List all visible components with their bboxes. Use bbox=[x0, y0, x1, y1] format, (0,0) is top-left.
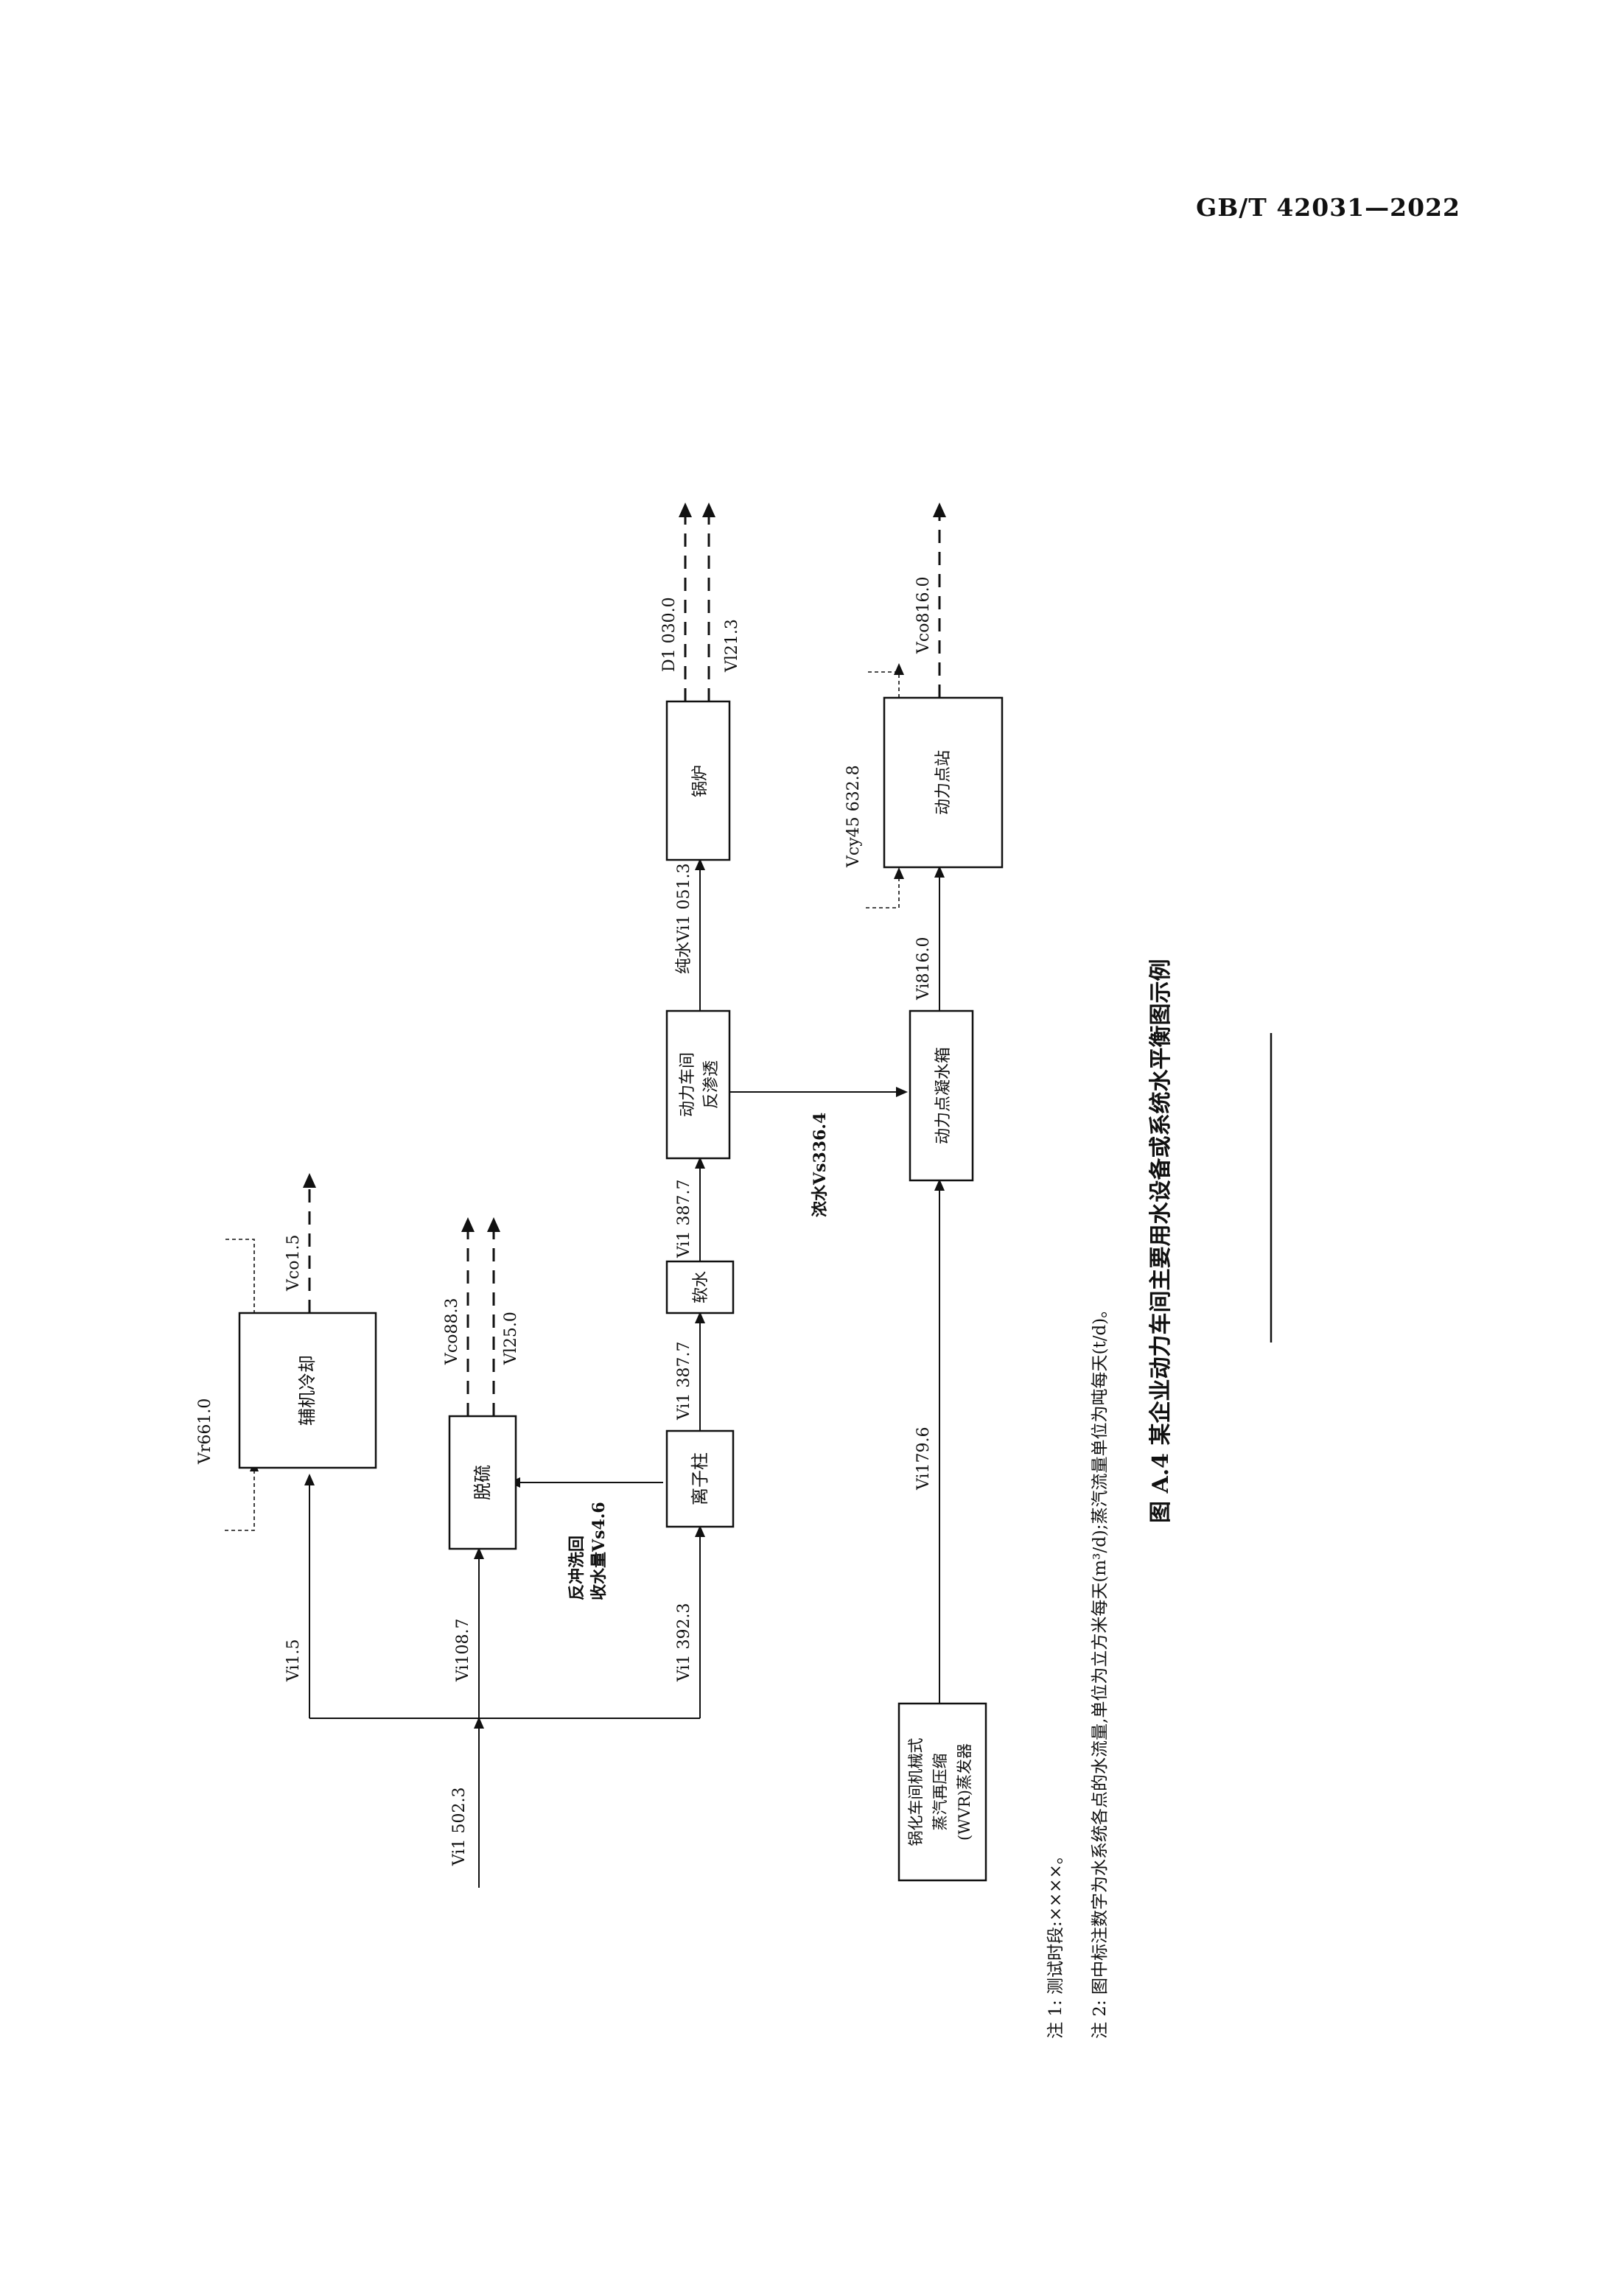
boiler-out1-arrow bbox=[679, 503, 692, 517]
branch-desulf-arrow bbox=[474, 1547, 484, 1559]
flow-ion-to-soft: Vi1 387.7 bbox=[675, 1341, 693, 1421]
flow-inlet: Vi1 502.3 bbox=[450, 1787, 469, 1866]
note-2: 注 2: 图中标注数字为水系统各点的水流量,单位为立方米每天(m³/d);蒸汽流… bbox=[1091, 1301, 1110, 2039]
aux-recirc-line-top bbox=[225, 1239, 255, 1320]
flow-boiler-out1: D1 030.0 bbox=[660, 597, 679, 672]
flow-backwash-line2: 收水量Vs4.6 bbox=[589, 1502, 609, 1600]
flow-desulf-out2: Vl25.0 bbox=[502, 1312, 520, 1365]
wvr-label-line3: (WVR)蒸发器 bbox=[956, 1743, 973, 1841]
power-point-box: 动力点站 bbox=[883, 696, 1004, 869]
aux-recirc-line bbox=[225, 1468, 255, 1531]
ion-exchange-box: 离子柱 bbox=[665, 1429, 735, 1528]
power-recirc-line bbox=[866, 878, 900, 909]
wvr-evaporator-box: 锅化车间机械式 蒸汽再压缩 (WVR)蒸发器 bbox=[897, 1702, 987, 1882]
wvr-arrow bbox=[934, 1179, 945, 1191]
flow-backwash-line1: 反冲洗回 bbox=[567, 1536, 587, 1600]
flow-aux-out: Vco1.5 bbox=[284, 1235, 303, 1292]
concentrate-arrow bbox=[896, 1087, 908, 1097]
flow-ro-to-boiler: 纯水Vi1 051.3 bbox=[675, 863, 693, 974]
softened-water-box: 软水 bbox=[665, 1260, 735, 1314]
diagram-rotated: 辅机冷却 脱硫 离子柱 软水 动力车间 反渗透 锅炉 动力点凝水箱 bbox=[196, 503, 1273, 2039]
power-recirc-arrow-in bbox=[894, 867, 904, 879]
condensate-tank-label: 动力点凝水箱 bbox=[934, 1047, 953, 1144]
flow-to-desulf: Vi108.7 bbox=[454, 1618, 472, 1682]
wvr-label-line2: 蒸汽再压缩 bbox=[931, 1754, 949, 1831]
desulf-out1-arrow bbox=[461, 1217, 475, 1232]
desulfurization-label: 脱硫 bbox=[472, 1465, 493, 1500]
flow-to-aux: Vi1.5 bbox=[284, 1639, 303, 1682]
flow-condensate-to-power: Vi816.0 bbox=[914, 937, 933, 1001]
inlet-arrow bbox=[474, 1717, 484, 1729]
standard-code: GB/T 42031—2022 bbox=[1196, 193, 1460, 222]
desulf-out2-arrow bbox=[487, 1217, 500, 1232]
aux-cooling-box: 辅机冷却 bbox=[238, 1312, 377, 1469]
flow-concentrate: 浓水Vs336.4 bbox=[811, 1113, 830, 1217]
desulfurization-box: 脱硫 bbox=[448, 1415, 517, 1550]
power-recirc-arrow-out bbox=[894, 663, 904, 675]
wvr-label-line1: 锅化车间机械式 bbox=[907, 1738, 925, 1846]
ro-box: 动力车间 反渗透 bbox=[665, 1009, 731, 1160]
figure-caption: 图 A.4 某企业动力车间主要用水设备或系统水平衡图示例 bbox=[1148, 959, 1174, 1523]
aux-out-arrow bbox=[303, 1173, 316, 1188]
power-recirc-line-top bbox=[866, 671, 900, 698]
flow-aux-recirc: Vr661.0 bbox=[196, 1398, 214, 1465]
ro-label-line1: 动力车间 bbox=[679, 1052, 697, 1117]
power-point-label: 动力点站 bbox=[934, 750, 953, 815]
aux-cooling-label: 辅机冷却 bbox=[297, 1355, 318, 1426]
softened-water-label: 软水 bbox=[692, 1271, 710, 1303]
condensate-to-power-arrow bbox=[934, 866, 945, 878]
boiler-out2-arrow bbox=[702, 503, 715, 517]
flow-desulf-out1: Vco88.3 bbox=[443, 1298, 461, 1365]
flow-to-ion: Vi1 392.3 bbox=[675, 1603, 693, 1682]
boiler-label: 锅炉 bbox=[691, 765, 710, 797]
flow-soft-to-ro: Vi1 387.7 bbox=[675, 1179, 693, 1258]
ion-to-soft-arrow bbox=[695, 1312, 705, 1323]
ro-label-line2: 反渗透 bbox=[702, 1060, 721, 1109]
ro-to-boiler-arrow bbox=[695, 858, 705, 870]
note-1: 注 1: 测试时段:××××。 bbox=[1046, 1847, 1065, 2039]
branch-ion-arrow bbox=[695, 1525, 705, 1537]
flow-wvr: Vi179.6 bbox=[914, 1426, 933, 1491]
boiler-box: 锅炉 bbox=[665, 700, 731, 861]
flow-power-recirc: Vcy45 632.8 bbox=[844, 765, 863, 868]
flow-boiler-out2: Vl21.3 bbox=[723, 619, 741, 673]
ion-exchange-label: 离子柱 bbox=[690, 1452, 710, 1505]
condensate-tank-box: 动力点凝水箱 bbox=[909, 1009, 974, 1182]
power-out-arrow bbox=[933, 503, 946, 517]
branch-aux-arrow bbox=[304, 1474, 315, 1485]
flow-power-out: Vco816.0 bbox=[914, 577, 933, 654]
soft-to-ro-arrow bbox=[695, 1157, 705, 1169]
